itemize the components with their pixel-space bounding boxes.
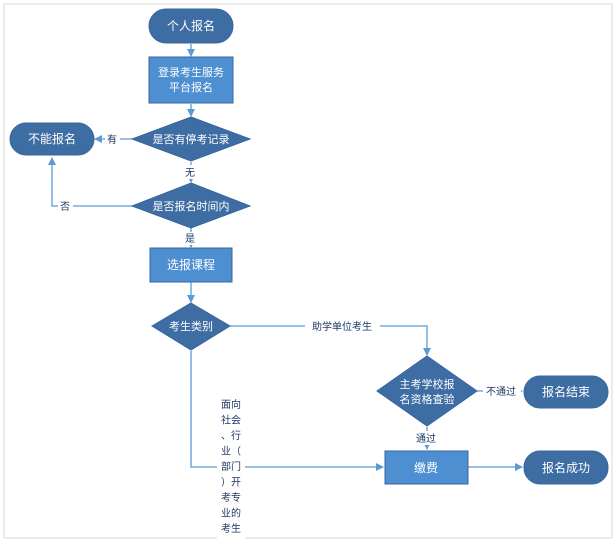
school-check-label-line1: 主考学校报 [400,377,455,391]
register-end-terminal [523,375,609,409]
select-course-process [149,247,233,283]
time-check-label: 是否报名时间内 [153,199,230,213]
has-label: 有 [107,133,117,146]
yes-label: 是 [185,233,195,245]
start-label: 个人报名 [167,18,215,33]
has-label-bg [105,131,120,146]
none-label-bg [183,165,198,179]
public-label-line: 部门 [221,460,241,473]
edge-type-assisting [230,325,431,356]
not-passed-label: 不通过 [486,385,516,398]
school-check-decision [376,355,478,427]
time-check-decision [130,182,252,229]
register-success-terminal [523,450,609,485]
public-label-line: 考专 [221,491,241,504]
assisting-unit-label: 助学单位考生 [312,320,372,333]
cannot-register-label: 不能报名 [28,131,76,146]
connectors [48,44,523,471]
register-success-label: 报名成功 [542,460,590,475]
yes-label-bg [183,232,198,245]
register-end-label: 报名结束 [542,384,590,399]
login-label-line1: 登录考生服务 [158,65,224,79]
not-passed-label-bg [483,384,521,398]
public-label-line: 业（ [221,446,241,458]
start-terminal [148,8,234,44]
passed-label: 通过 [416,432,436,445]
suspend-check-label: 是否有停考记录 [153,132,230,146]
pay-label: 缴费 [414,460,438,475]
no-label-bg [58,199,73,213]
assisting-label-bg [305,318,380,333]
candidate-type-label: 考生类别 [169,319,213,333]
pay-process [384,450,469,485]
public-label-line: 面向 [221,398,241,411]
none-label: 无 [185,168,195,179]
select-course-label: 选报课程 [167,257,215,272]
public-label-line: 、行 [221,429,241,442]
cannot-register-terminal [9,122,95,156]
login-process [148,56,234,104]
suspend-check-decision [130,116,252,162]
no-label: 否 [60,201,70,213]
school-check-label-line2: 名资格查验 [400,392,455,406]
passed-label-bg [411,431,441,445]
public-label-line: ）开 [221,477,241,489]
public-label-line: 社会 [221,414,241,427]
login-label-line2: 平台报名 [169,80,213,94]
public-label-line: 业的 [221,507,241,520]
edge-type-public [190,351,384,471]
page-frame [3,3,613,539]
public-label-line: 考生 [221,522,241,535]
candidate-type-decision [151,302,231,351]
public-label-bg [217,396,245,540]
edge-time-no [48,157,133,207]
